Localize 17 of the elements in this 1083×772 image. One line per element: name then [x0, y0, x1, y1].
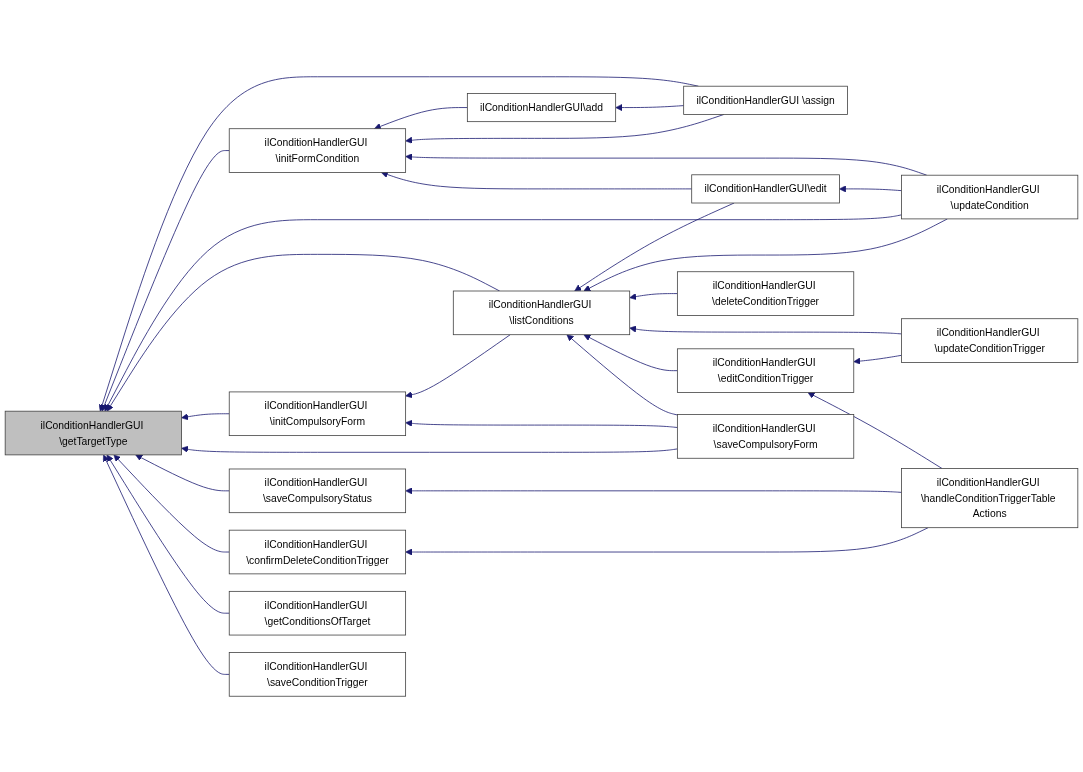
node-box: ilConditionHandlerGUI\add [466, 92, 617, 122]
node-box: ilConditionHandlerGUI \saveCompulsoryForm [676, 413, 855, 459]
node-box: ilConditionHandlerGUI\edit [691, 173, 840, 203]
node-box: ilConditionHandlerGUI \confirmDeleteConditionTrigger [228, 529, 407, 574]
node-box: ilConditionHandlerGUI \deleteConditionTrigger [676, 270, 855, 316]
node-box: ilConditionHandlerGUI \getTargetType [4, 410, 182, 455]
node-box: ilConditionHandlerGUI \saveConditionTrigger [228, 651, 407, 697]
node-box: ilConditionHandlerGUI \initFormCondition [228, 127, 407, 173]
node-box: ilConditionHandlerGUI \editConditionTrigger [676, 347, 855, 393]
node-box: ilConditionHandlerGUI \listConditions [452, 290, 631, 335]
node-box: ilConditionHandlerGUI \initCompulsoryForm [228, 391, 407, 436]
node-box: ilConditionHandlerGUI \updateConditionTrigger [901, 317, 1079, 363]
node-box: ilConditionHandlerGUI \assign [683, 85, 848, 115]
node-box: ilConditionHandlerGUI \getConditionsOfTarget [228, 590, 407, 635]
node-box: ilConditionHandlerGUI \handleConditionTriggerTable Actions [901, 467, 1079, 528]
node-box: ilConditionHandlerGUI \updateCondition [901, 174, 1079, 219]
node-box: ilConditionHandlerGUI \saveCompulsoryStatus [228, 468, 407, 513]
